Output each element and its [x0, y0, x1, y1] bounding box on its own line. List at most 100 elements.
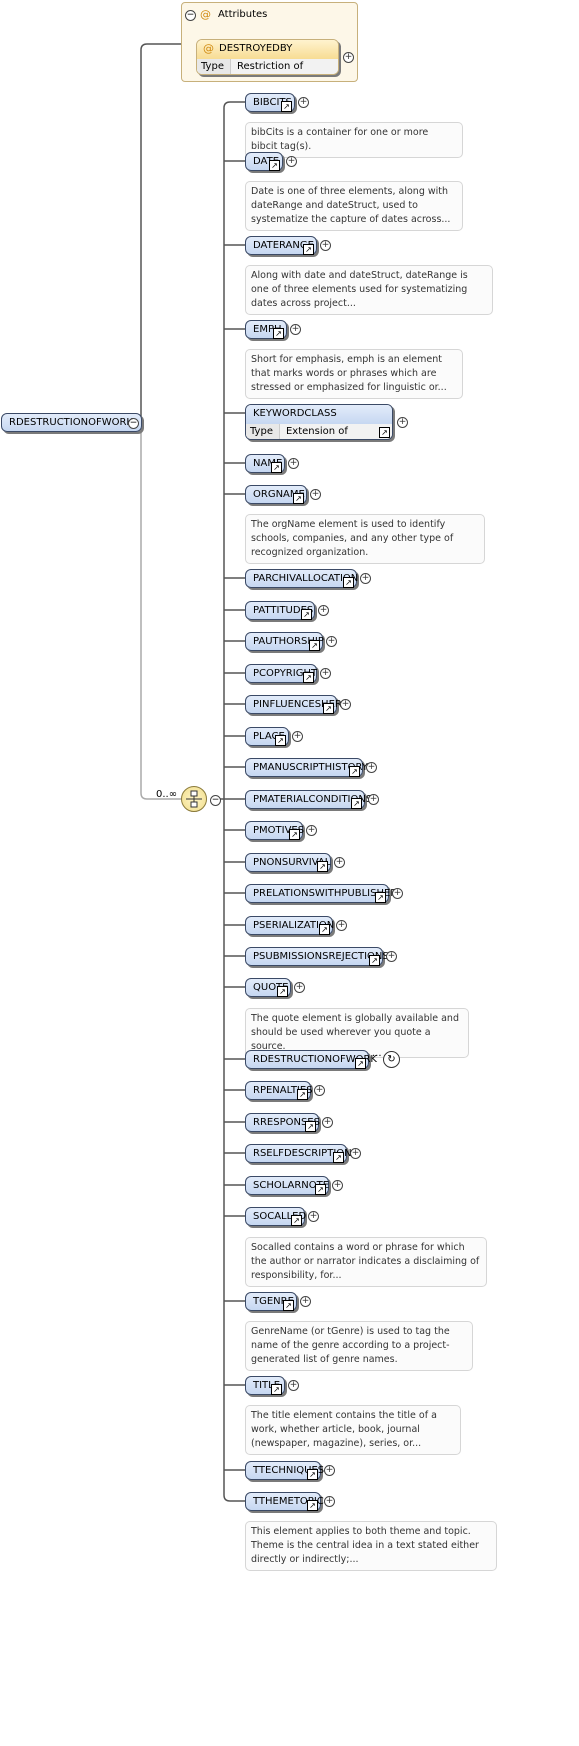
expand-icon[interactable]: +: [360, 573, 371, 584]
link-arrow-icon[interactable]: ↗: [319, 924, 330, 935]
child-element-pinfluencesher[interactable]: PINFLUENCESHER↗: [245, 695, 342, 714]
expand-icon[interactable]: +: [386, 951, 397, 962]
link-arrow-icon[interactable]: ↗: [351, 798, 362, 809]
expand-icon[interactable]: +: [334, 857, 345, 868]
expand-icon[interactable]: +: [318, 605, 329, 616]
expand-icon[interactable]: +: [322, 1117, 333, 1128]
expand-icon[interactable]: +: [300, 1296, 311, 1307]
link-arrow-icon[interactable]: ↗: [375, 892, 386, 903]
child-element-daterange[interactable]: DATERANGE↗: [245, 236, 317, 255]
child-element-pattitudes[interactable]: PATTITUDES↗: [245, 601, 315, 620]
link-arrow-icon[interactable]: ↗: [283, 1300, 294, 1311]
expand-icon[interactable]: +: [308, 1211, 319, 1222]
link-arrow-icon[interactable]: ↗: [333, 1152, 344, 1163]
child-element-pserialization[interactable]: PSERIALIZATION↗: [245, 916, 334, 935]
expand-icon[interactable]: +: [288, 1380, 299, 1391]
child-element-parchivallocation[interactable]: PARCHIVALLOCATION↗: [245, 569, 358, 588]
expand-icon[interactable]: +: [397, 417, 408, 428]
expand-icon[interactable]: +: [288, 458, 299, 469]
link-arrow-icon[interactable]: ↗: [317, 861, 328, 872]
link-arrow-icon[interactable]: ↗: [275, 735, 286, 746]
child-element-pmotives[interactable]: PMOTIVES↗: [245, 821, 304, 840]
child-element-socalled[interactable]: SOCALLED↗: [245, 1207, 306, 1226]
child-element-title[interactable]: TITLE↗: [245, 1376, 285, 1395]
expand-icon[interactable]: +: [366, 762, 377, 773]
child-element-pmanuscripthistory[interactable]: PMANUSCRIPTHISTORY↗: [245, 758, 368, 777]
child-element-emph[interactable]: EMPH↗: [245, 320, 287, 339]
link-arrow-icon[interactable]: ↗: [289, 829, 300, 840]
expand-icon[interactable]: +: [314, 1085, 325, 1096]
child-element-rselfdescription[interactable]: RSELFDESCRIPTION↗: [245, 1144, 352, 1163]
child-element-pcopyright[interactable]: PCOPYRIGHT↗: [245, 664, 317, 683]
link-arrow-icon[interactable]: ↗: [293, 493, 304, 504]
link-arrow-icon[interactable]: ↗: [281, 101, 292, 112]
child-element-rresponses[interactable]: RRESPONSES↗: [245, 1113, 320, 1132]
child-element-rdestructionofwork[interactable]: RDESTRUCTIONOFWORK↗: [245, 1050, 377, 1069]
link-arrow-icon[interactable]: ↗: [271, 462, 282, 473]
collapse-attributes-icon[interactable]: −: [185, 10, 196, 21]
expand-icon[interactable]: +: [324, 1496, 335, 1507]
attribute-destroyedby[interactable]: @ DESTROYEDBY Type Restriction of 'xs:to…: [196, 39, 339, 75]
child-element-date[interactable]: DATE↗: [245, 152, 283, 171]
expand-icon[interactable]: +: [310, 489, 321, 500]
link-arrow-icon[interactable]: ↗: [315, 1184, 326, 1195]
expand-icon[interactable]: +: [336, 920, 347, 931]
expand-icon[interactable]: +: [294, 982, 305, 993]
expand-icon[interactable]: +: [306, 825, 317, 836]
expand-icon[interactable]: +: [324, 1465, 335, 1476]
expand-icon[interactable]: +: [320, 668, 331, 679]
expand-icon[interactable]: +: [350, 1148, 361, 1159]
expand-icon[interactable]: +: [392, 888, 403, 899]
child-element-pmaterialconditions[interactable]: PMATERIALCONDITIONS↗: [245, 790, 372, 809]
recursion-icon[interactable]: ↻: [383, 1051, 400, 1068]
link-arrow-icon[interactable]: ↗: [309, 640, 320, 651]
expand-attribute-icon[interactable]: +: [343, 52, 354, 63]
link-arrow-icon[interactable]: ↗: [379, 427, 390, 438]
expand-icon[interactable]: +: [292, 731, 303, 742]
link-arrow-icon[interactable]: ↗: [343, 577, 354, 588]
link-arrow-icon[interactable]: ↗: [303, 244, 314, 255]
child-element-bibcits[interactable]: BIBCITS↗: [245, 93, 295, 112]
child-element-tthemetopic[interactable]: TTHEMETOPIC↗: [245, 1492, 324, 1511]
child-element-psubmissionsrejections[interactable]: PSUBMISSIONSREJECTIONS↗: [245, 947, 389, 966]
child-element-ttechniques[interactable]: TTECHNIQUES↗: [245, 1461, 324, 1480]
expand-icon[interactable]: +: [368, 794, 379, 805]
child-element-scholarnote[interactable]: SCHOLARNOTE↗: [245, 1176, 329, 1195]
root-element[interactable]: RDESTRUCTIONOFWORK: [1, 413, 142, 432]
link-arrow-icon[interactable]: ↗: [307, 1469, 318, 1480]
child-element-orgname[interactable]: ORGNAME↗: [245, 485, 307, 504]
link-arrow-icon[interactable]: ↗: [269, 160, 280, 171]
child-element-tgenre[interactable]: TGENRE↗: [245, 1292, 297, 1311]
child-element-place[interactable]: PLACE↗: [245, 727, 289, 746]
child-element-pauthorship[interactable]: PAUTHORSHIP↗: [245, 632, 324, 651]
link-arrow-icon[interactable]: ↗: [349, 766, 360, 777]
expand-icon[interactable]: +: [340, 699, 351, 710]
sequence-icon[interactable]: [181, 786, 207, 812]
link-arrow-icon[interactable]: ↗: [305, 1121, 316, 1132]
link-arrow-icon[interactable]: ↗: [271, 1384, 282, 1395]
expand-icon[interactable]: +: [332, 1180, 343, 1191]
link-arrow-icon[interactable]: ↗: [273, 328, 284, 339]
child-element-quote[interactable]: QUOTE↗: [245, 978, 291, 997]
collapse-sequence-icon[interactable]: −: [210, 795, 221, 806]
child-element-rpenalties[interactable]: RPENALTIES↗: [245, 1081, 313, 1100]
link-arrow-icon[interactable]: ↗: [369, 955, 380, 966]
link-arrow-icon[interactable]: ↗: [297, 1089, 308, 1100]
expand-icon[interactable]: +: [290, 324, 301, 335]
expand-icon[interactable]: +: [298, 97, 309, 108]
child-element-prelationswithpublisher[interactable]: PRELATIONSWITHPUBLISHER↗: [245, 884, 397, 903]
link-arrow-icon[interactable]: ↗: [303, 672, 314, 683]
link-arrow-icon[interactable]: ↗: [291, 1215, 302, 1226]
link-arrow-icon[interactable]: ↗: [277, 986, 288, 997]
collapse-root-icon[interactable]: −: [128, 418, 139, 429]
link-arrow-icon[interactable]: ↗: [355, 1058, 366, 1069]
link-arrow-icon[interactable]: ↗: [307, 1500, 318, 1511]
child-element-name[interactable]: NAME↗: [245, 454, 285, 473]
expand-icon[interactable]: +: [326, 636, 337, 647]
child-element-pnonsurvival[interactable]: PNONSURVIVAL↗: [245, 853, 331, 872]
expand-icon[interactable]: +: [320, 240, 331, 251]
link-arrow-icon[interactable]: ↗: [301, 609, 312, 620]
expand-icon[interactable]: +: [286, 156, 297, 167]
link-arrow-icon[interactable]: ↗: [323, 703, 334, 714]
